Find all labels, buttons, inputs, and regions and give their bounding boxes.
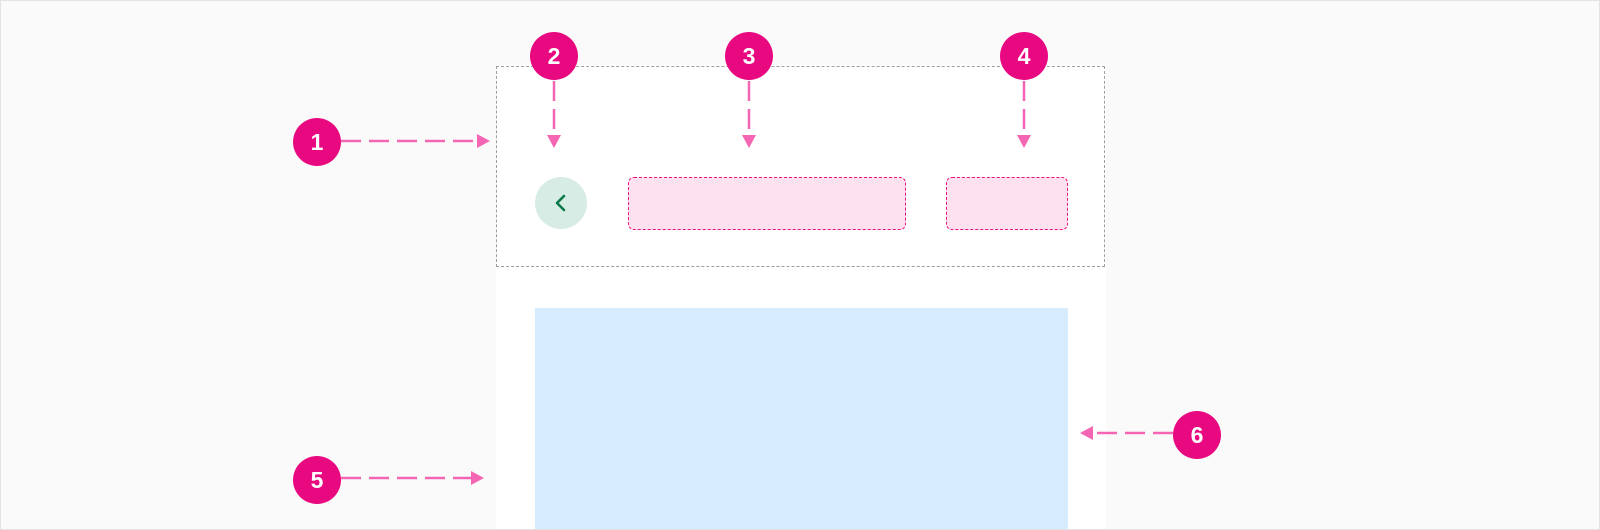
content-area (535, 308, 1068, 529)
arrow-4-head (1017, 135, 1031, 148)
callout-marker-2: 2 (530, 32, 578, 80)
arrow-6-head (1080, 426, 1093, 440)
title-slot (628, 177, 906, 230)
callout-marker-1: 1 (293, 118, 341, 166)
arrow-5-head (471, 471, 484, 485)
callout-marker-3: 3 (725, 32, 773, 80)
callout-marker-4: 4 (1000, 32, 1048, 80)
header-bar-outline (496, 66, 1105, 267)
callout-marker-5: 5 (293, 456, 341, 504)
chevron-left-icon (555, 194, 566, 212)
arrow-3-head (742, 135, 756, 148)
callout-marker-6: 6 (1173, 411, 1221, 459)
arrow-2-head (547, 135, 561, 148)
action-slot (946, 177, 1068, 230)
back-button[interactable] (535, 177, 587, 229)
arrow-1-head (477, 134, 490, 148)
